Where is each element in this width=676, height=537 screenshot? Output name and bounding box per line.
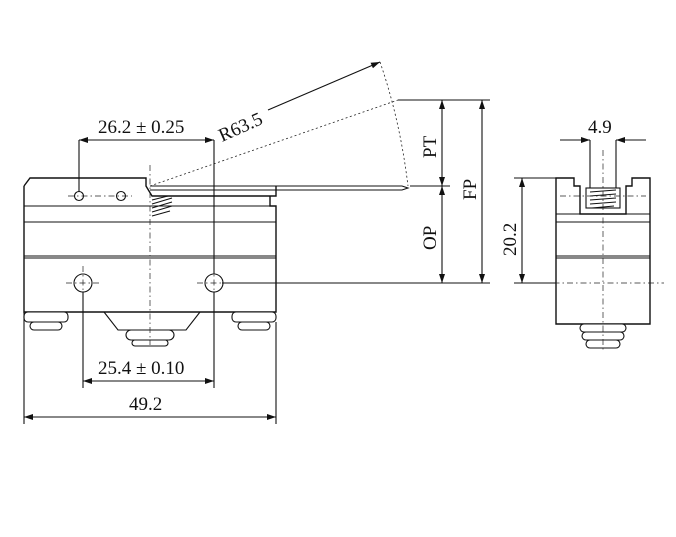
lever-arm — [150, 185, 410, 191]
label-operating-position: OP — [420, 226, 441, 250]
label-pin-spacing-top: 26.2 ± 0.25 — [98, 117, 184, 138]
label-side-width: 4.9 — [588, 117, 612, 138]
terminal-center — [103, 311, 201, 347]
label-side-height: 20.2 — [500, 223, 521, 256]
label-body-length: 49.2 — [129, 394, 162, 415]
actuator-head — [23, 177, 277, 197]
label-lever-radius: R63.5 — [215, 109, 266, 147]
side-view: 4.9 20.2 — [500, 117, 664, 350]
label-pretravel: PT — [420, 135, 441, 158]
lever-swing-arc — [379, 61, 409, 187]
front-view: R63.5 26.2 ± 0.25 25.4 ± 0.10 49.2 PT OP… — [23, 61, 490, 424]
spring — [151, 195, 173, 217]
terminal-right — [231, 311, 277, 331]
terminal-left — [23, 311, 69, 331]
label-free-position: FP — [460, 179, 481, 200]
side-body — [555, 177, 651, 325]
label-mount-hole-spacing: 25.4 ± 0.10 — [98, 358, 184, 379]
